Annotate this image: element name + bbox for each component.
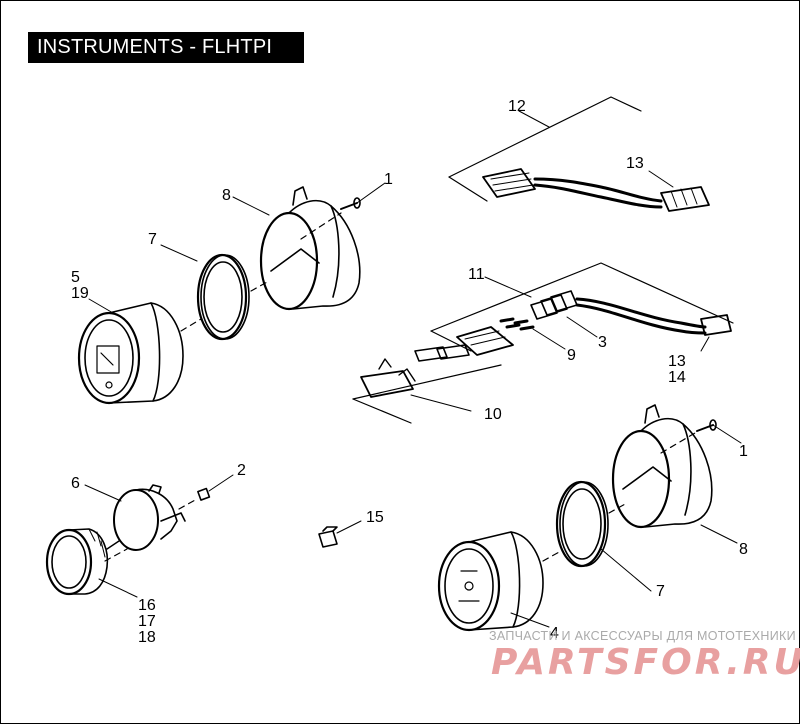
trim-ring-part-7-lower — [555, 480, 609, 568]
callout-14: 14 — [668, 369, 686, 386]
callout-16: 16 — [138, 597, 156, 614]
leader-lines — [84, 110, 742, 628]
screw-part-1-top — [340, 197, 361, 210]
callout-labels: 1 1 2 3 4 5 19 6 7 7 8 8 9 10 11 12 13 1… — [71, 98, 748, 646]
callout-1-top: 1 — [384, 171, 393, 188]
harness-part-11 — [430, 262, 734, 352]
callout-12: 12 — [508, 98, 526, 115]
callout-18: 18 — [138, 629, 156, 646]
terminals-part-9 — [499, 317, 535, 331]
callout-19: 19 — [71, 285, 89, 302]
callout-9: 9 — [567, 347, 576, 364]
page-title: INSTRUMENTS - FLHTPI — [28, 32, 304, 63]
callout-5: 5 — [71, 269, 80, 286]
harness-part-12 — [448, 96, 663, 209]
callout-4: 4 — [550, 625, 559, 642]
callout-1-lower: 1 — [739, 443, 748, 460]
connector-part-13-top — [660, 186, 710, 212]
callout-8-top: 8 — [222, 187, 231, 204]
callout-10: 10 — [484, 406, 502, 423]
fuse-block-part-10 — [352, 344, 502, 424]
watermark-logo: PARTSFOR.RU — [491, 642, 800, 683]
callout-7-top: 7 — [148, 231, 157, 248]
housing-block-part-9 — [456, 326, 514, 356]
bracket-part-6 — [113, 484, 186, 551]
callout-8-lower: 8 — [739, 541, 748, 558]
callout-17: 17 — [138, 613, 156, 630]
callout-13-lower: 13 — [668, 353, 686, 370]
small-gauge-part-16-17-18 — [45, 528, 120, 596]
gauge-housing-part-8-lower — [611, 404, 713, 529]
screw-part-1-lower — [696, 419, 717, 432]
callout-11: 11 — [468, 266, 485, 283]
watermark-subtitle: ЗАПЧАСТИ И АКСЕССУАРЫ ДЛЯ МОТОТЕХНИКИ — [489, 629, 796, 643]
callout-7-lower: 7 — [656, 583, 665, 600]
gauge-housing-part-8 — [259, 186, 361, 311]
connector-part-15 — [318, 526, 338, 548]
trim-ring-part-7 — [196, 253, 250, 341]
callout-2: 2 — [237, 462, 246, 479]
callout-15: 15 — [366, 509, 384, 526]
callout-6: 6 — [71, 475, 80, 492]
fastener-part-2 — [197, 487, 211, 501]
gauge-part-5-19 — [77, 302, 184, 405]
gauge-part-4 — [437, 531, 544, 632]
callout-13-top: 13 — [626, 155, 644, 172]
connector-part-13-lower — [700, 314, 732, 336]
callout-3: 3 — [598, 334, 607, 351]
